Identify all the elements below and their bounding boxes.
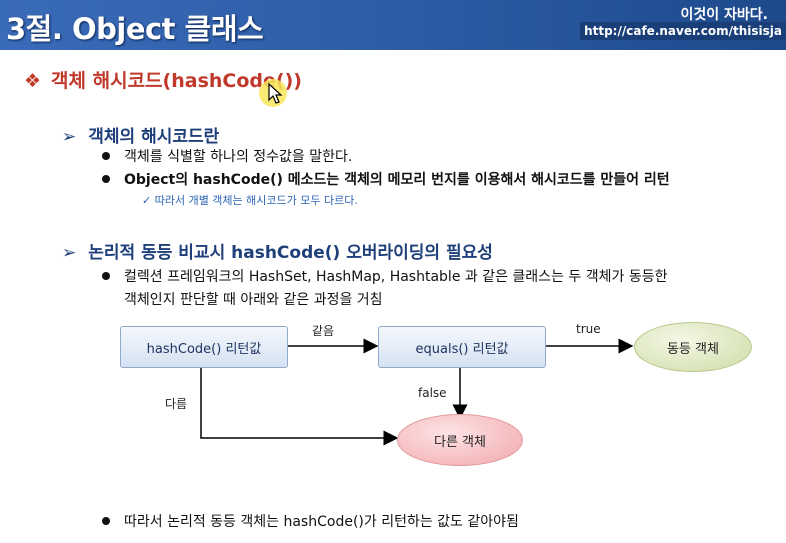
list-item: 객체를 식별할 하나의 정수값을 말한다.: [102, 146, 352, 166]
arrow-bullet-icon: ➢: [62, 127, 77, 147]
list-item: Object의 hashCode() 메소드는 객체의 메모리 번지를 이용해서…: [102, 169, 670, 189]
brand-text: 이것이 자바다.: [680, 7, 768, 23]
slide-title: 3절. Object 클래스: [6, 12, 264, 46]
subheading-hashcode: ➢ 객체의 해시코드란: [62, 122, 219, 147]
label-same: 같음: [312, 324, 335, 338]
list-item-text: 따라서 논리적 동등 객체는 hashCode()가 리턴하는 값도 같아야됨: [124, 514, 519, 530]
label-different: 다름: [165, 397, 188, 411]
bullet-dot-icon: [102, 272, 110, 280]
section-title: 객체 해시코드(hashCode()): [51, 70, 302, 92]
subheading-override-text: 논리적 동등 비교시 hashCode() 오버라이딩의 필요성: [88, 243, 493, 263]
list-item-continuation: 객체인지 판단할 때 아래와 같은 과정을 거침: [124, 292, 383, 308]
list-item: 컬렉션 프레임워크의 HashSet, HashMap, Hashtable 과…: [102, 266, 667, 286]
list-item-text: 객체를 식별할 하나의 정수값을 말한다.: [124, 149, 353, 165]
hashcode-box: hashCode() 리턴값: [120, 326, 288, 368]
subheading-override: ➢ 논리적 동등 비교시 hashCode() 오버라이딩의 필요성: [62, 238, 493, 263]
equal-object-ellipse: 동등 객체: [634, 322, 752, 372]
cafe-url: http://cafe.naver.com/thisisja: [580, 22, 786, 40]
equals-box: equals() 리턴값: [378, 326, 546, 368]
arrow-bullet-icon: ➢: [62, 243, 77, 263]
bullet-dot-icon: [102, 152, 110, 160]
label-true: true: [576, 322, 601, 336]
slide-header: 3절. Object 클래스 이것이 자바다. http://cafe.nave…: [0, 0, 786, 50]
arrow-diff: [200, 366, 399, 446]
list-item-text: Object의 hashCode() 메소드는 객체의 메모리 번지를 이용해서…: [124, 172, 670, 188]
bullet-dot-icon: [102, 175, 110, 183]
note-checked: ✓ 따라서 개별 객체는 해시코드가 모두 다르다.: [142, 194, 358, 207]
label-false: false: [418, 386, 447, 400]
bullet-dot-icon: [102, 517, 110, 525]
section-heading: ❖ 객체 해시코드(hashCode()): [24, 66, 302, 93]
mouse-cursor-icon: [259, 79, 287, 107]
subheading-hashcode-text: 객체의 해시코드란: [88, 127, 220, 147]
list-item: 따라서 논리적 동등 객체는 hashCode()가 리턴하는 값도 같아야됨: [102, 511, 519, 531]
diamond-bullet-icon: ❖: [24, 70, 42, 92]
different-object-ellipse: 다른 객체: [397, 414, 523, 466]
list-item-text: 컬렉션 프레임워크의 HashSet, HashMap, Hashtable 과…: [124, 269, 668, 285]
